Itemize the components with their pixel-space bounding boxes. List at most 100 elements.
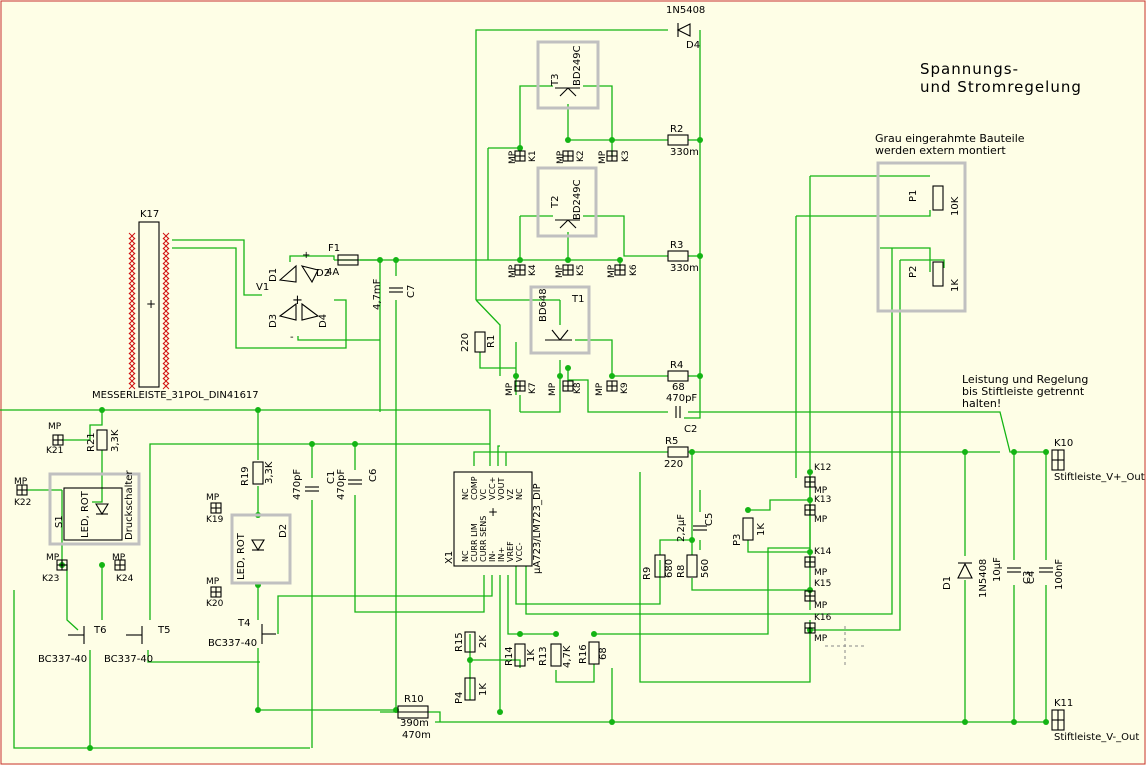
resistor-r4-value: 68 (672, 382, 685, 393)
mp-k14-label: MP (814, 568, 828, 578)
connector-pin (162, 272, 170, 280)
connector-pin (128, 367, 136, 375)
potentiometer-p4: P4 1K (454, 677, 489, 704)
measure-points-upper: MP K1 MP K2 MP K3 MP K4 MP K5 MP K6 MP K… (505, 150, 639, 396)
connector-pin (162, 322, 170, 330)
connector-pin (162, 327, 170, 335)
mp-k5-label: MP (555, 264, 565, 278)
title-line-2: und Stromregelung (920, 78, 1082, 96)
resistor-r16-value: 68 (598, 647, 609, 660)
capacitor-c7-ref: C7 (406, 285, 417, 298)
mp-k2-ref: K2 (576, 150, 586, 162)
resistor-r9-ref: R9 (642, 567, 653, 580)
resistor-r13-value: 4,7K (562, 645, 573, 668)
mp-k8-label: MP (548, 382, 558, 396)
ic-x1-plus: + (488, 505, 498, 519)
connector-pin (162, 287, 170, 295)
output-k11-ref: K11 (1054, 698, 1073, 709)
connector-pin (162, 257, 170, 265)
resistor-r14-value: 1K (526, 649, 537, 662)
resistor-r19: R19 3,3K (240, 461, 275, 486)
fuse-f1-value: 4A (326, 267, 339, 278)
ic-pin-label: VZ (506, 489, 515, 500)
resistor-r4-ref: R4 (670, 360, 683, 371)
potentiometer-p3-value: 1K (756, 523, 767, 536)
led-d2-label: LED, ROT (236, 532, 247, 580)
transistor-t3-ref: T3 (550, 74, 561, 87)
connector-pin (162, 372, 170, 380)
mp-k7-label: MP (505, 382, 515, 396)
mp-k1-label: MP (508, 150, 518, 164)
bridge-d2-ref: D2 (316, 268, 330, 279)
switch-s1-led-label: LED, ROT (80, 490, 91, 538)
capacitor-c7-value: 4,7mF (372, 278, 383, 310)
capacitor-c1: 470pF 470pF C1 (292, 469, 347, 500)
crosshair-marker (825, 626, 865, 666)
potentiometer-p3: P3 1K (732, 517, 767, 546)
resistor-r9-value: 680 (664, 559, 675, 578)
switch-s1[interactable]: S1 LED, ROT Druckschalter (48, 470, 141, 546)
diode-d1-ref: D1 (942, 576, 953, 590)
connector-pin (128, 282, 136, 290)
mp-k2-label: MP (556, 150, 566, 164)
resistor-r16-ref: R16 (578, 644, 589, 664)
mp-k13-ref: K13 (814, 495, 831, 505)
mp-k6-ref: K6 (629, 264, 639, 276)
transistor-t4-type: BC337-40 (208, 638, 257, 649)
transistor-t1-ref: T1 (571, 294, 584, 305)
output-k10-name: Stiftleiste_V+_Out (1054, 472, 1145, 483)
resistor-r4: R4 68 (667, 360, 689, 393)
ic-pin-label: VREF (506, 541, 515, 562)
connector-pin (162, 277, 170, 285)
connector-pin (162, 382, 170, 390)
connector-k17-ref: K17 (140, 209, 159, 220)
connector-pin (128, 262, 136, 270)
connector-pin (162, 307, 170, 315)
ic-x1-ref: X1 (444, 551, 455, 564)
capacitor-c7: 4,7mF C7 (372, 278, 417, 310)
output-k11-name: Stiftleiste_V-_Out (1054, 732, 1139, 743)
resistor-r1: 220 R1 (460, 331, 497, 353)
resistor-r14: R14 1K (504, 643, 537, 667)
mp-k14-ref: K14 (814, 547, 832, 557)
connector-pin (162, 282, 170, 290)
switch-s1-switch-label: Druckschalter (124, 470, 135, 540)
connector-pin (128, 362, 136, 370)
connector-pin (128, 242, 136, 250)
ic-pin-label: CURR LIM (470, 523, 479, 562)
mp-k22-ref: K22 (14, 498, 31, 508)
connector-pin (162, 247, 170, 255)
transistor-t6: T6 BC337-40 (38, 625, 106, 665)
potentiometer-p4-value: 1K (478, 683, 489, 696)
connector-pin (128, 237, 136, 245)
connector-pin (162, 297, 170, 305)
resistor-r8: R8 560 (676, 554, 711, 578)
output-k10[interactable]: K10 Stiftleiste_V+_Out (1051, 438, 1145, 483)
ic-pin-label: IN+ (497, 547, 506, 562)
resistor-r13: R13 4,7K (538, 643, 573, 668)
capacitor-c5-ref: C5 (704, 513, 715, 526)
output-k11[interactable]: K11 Stiftleiste_V-_Out (1051, 698, 1139, 743)
transistor-t5-type: BC337-40 (104, 654, 153, 665)
connector-k17-pins (128, 232, 170, 390)
connector-k17[interactable]: + K17 MESSERLEISTE_31POL_DIN41617 (92, 209, 259, 401)
connector-k17-plus: + (146, 297, 156, 311)
connector-pin (162, 342, 170, 350)
resistor-r5-ref: R5 (665, 436, 678, 447)
connector-pin (128, 352, 136, 360)
mp-k9-label: MP (595, 382, 605, 396)
connector-pin (128, 312, 136, 320)
connector-pin (162, 362, 170, 370)
resistor-r3-ref: R3 (670, 240, 683, 251)
bridge-minus-pin: - (290, 332, 294, 343)
bridge-rectifier: + D1 D2 D3 D4 V1 + - (256, 250, 330, 343)
connector-pin (128, 347, 136, 355)
transistor-t5-ref: T5 (157, 625, 170, 636)
mp-k5-ref: K5 (576, 264, 586, 276)
connector-pin (128, 232, 136, 240)
mp-k3-ref: K3 (621, 150, 631, 162)
mp-k7-ref: K7 (528, 382, 538, 394)
capacitor-c5: 2,2µF C5 (676, 513, 715, 542)
